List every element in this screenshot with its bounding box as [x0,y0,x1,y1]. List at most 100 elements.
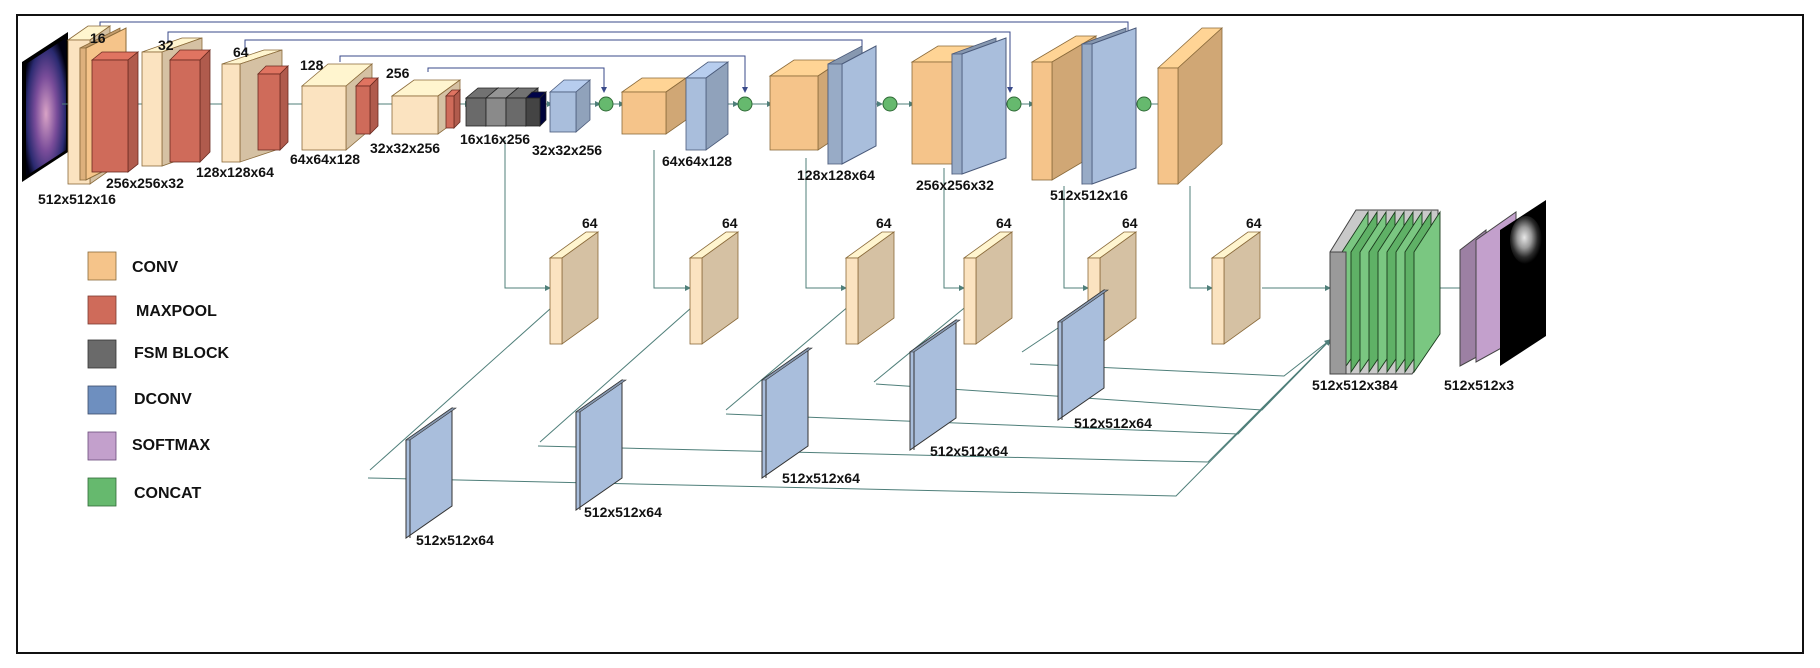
enc5-maxpool-side [453,89,461,129]
dec2-conv [620,77,688,135]
dec3-dconv-face [841,45,877,165]
enc4-maxpool-front [355,85,371,135]
legend-swatch-softmax [87,431,117,461]
fsm-block-2-front [485,97,507,127]
enc3-conv-front [221,63,241,163]
sum-node-5 [1136,96,1152,112]
enc2-conv-front [141,51,163,167]
branch-channel-label-5: 64 [1122,215,1138,231]
dconv-plate-1-face [405,407,453,539]
branch-diag-1 [369,299,561,471]
dconv-plate-5-thickness [1057,289,1109,323]
branch-drop-1 [504,140,551,291]
fsm-block-1-front [465,97,487,127]
dec4-conv-front [911,61,953,165]
dec-size-label-5: 512x512x16 [1050,187,1128,203]
legend-label-dconv: DCONV [134,391,192,408]
legend-swatch-conv [87,251,117,281]
dec-size-label-2: 64x64x128 [662,153,732,169]
sum-node-3 [882,96,898,112]
skip-connector-4 [339,55,748,93]
dec2-dconv-front [685,77,707,151]
concat-layer-9 [1413,210,1441,374]
to-concat-2 [537,339,1331,463]
concat-frontplate [1329,251,1347,375]
enc2-maxpool-front [169,59,201,163]
to-concat-5 [1029,339,1331,377]
to-concat-3 [725,339,1331,435]
dec4-dconv-face [961,37,1007,175]
enc1-maxpool-front [91,59,129,173]
enc4-conv-front [301,85,347,151]
branch-channel-label-4: 64 [996,215,1012,231]
dec2-conv-front [621,91,667,135]
enc-channel-label-1: 16 [90,30,106,46]
enc-channel-label-2: 32 [158,37,174,53]
dconv-plate-4 [909,319,961,451]
branch-drop-4 [943,168,965,291]
branch-conv-4-front [963,257,977,345]
dconv-plate-3-thickness [761,347,813,381]
to-concat-4 [875,339,1331,411]
enc5-maxpool-front [445,95,455,129]
legend-swatch-concat [87,477,117,507]
dec1-dconv [548,79,592,133]
legend-swatch-maxpool [87,295,117,325]
enc3-maxpool-front [257,73,281,151]
concat-size-label: 512x512x384 [1312,377,1398,393]
legend-label-concat: CONCAT [134,485,201,502]
layer-blocks [66,25,1517,539]
dconv-size-label-5: 512x512x64 [1074,415,1152,431]
fsm-block-4 [525,91,547,127]
dconv-plate-3 [761,347,813,479]
dconv-plate-4-face [909,319,957,451]
sum-node-2 [737,96,753,112]
branch-conv-2 [688,231,740,345]
branch-channel-label-2: 64 [722,215,738,231]
enc1-maxpool-side [127,51,139,173]
enc2-maxpool-side [199,49,211,163]
branch-conv-3-front [845,257,859,345]
legend-swatch-fsm [87,339,117,369]
legend: CONV MAXPOOL FSM BLOCK DCONV SOFTMAX CON… [87,251,230,507]
skip-connector-5 [427,67,607,93]
dconv-plate-1-thickness [405,407,457,441]
dec4-dconv [951,37,1007,175]
dec1-dconv-front [549,91,577,133]
legend-label-maxpool: MAXPOOL [136,303,217,320]
fsm-block-3-front [505,97,527,127]
enc4-maxpool [355,77,379,135]
enc1-conv2-front [79,47,87,181]
skip-connector-2 [167,31,1013,93]
branch-conv-6-front [1211,257,1225,345]
dconv-plate-1 [405,407,457,539]
branch-conv-2-front [689,257,703,345]
enc3-maxpool [257,65,289,151]
dconv-plate-5-face [1057,289,1105,421]
dec2-dconv-side [705,61,729,151]
enc-size-label-3: 128x128x64 [196,164,274,180]
sum-node-1 [598,96,614,112]
dec3-dconv [827,45,877,165]
branch-diag-4 [873,299,975,383]
legend-label-conv: CONV [132,259,179,276]
dec5-conv-front [1031,61,1053,181]
fsm-block-4-side [539,91,547,127]
dec-size-label-3: 128x128x64 [797,167,875,183]
legend-label-fsm: FSM BLOCK [134,345,230,362]
branch-conv-1-front [549,257,563,345]
dec3-conv-front [769,75,819,151]
dec5-dconv-face [1091,27,1137,185]
branch-channel-label-1: 64 [582,215,598,231]
dconv-plate-4-thickness [909,319,961,353]
branch-conv-4 [962,231,1014,345]
enc5-maxpool [445,89,461,129]
dec6-conv [1156,27,1224,185]
enc-channel-label-3: 64 [233,44,249,60]
branch-conv-1 [548,231,600,345]
dec5-dconv-front [1081,43,1093,185]
dconv-plate-3-face [761,347,809,479]
branch-drop-2 [653,150,691,291]
dconv-size-label-3: 512x512x64 [782,470,860,486]
output-mask-image [1500,200,1546,366]
